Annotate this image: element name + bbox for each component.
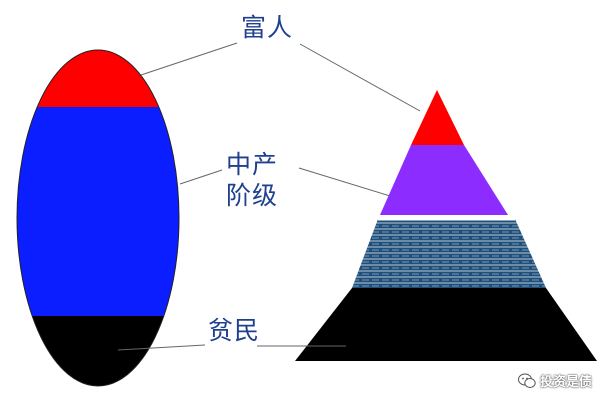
watermark: 投资是债 [517, 371, 592, 390]
connector-rich-left [140, 42, 238, 76]
ellipse-rich-band [17, 50, 179, 107]
connector-poor-left [117, 344, 206, 351]
ellipse-poor-band [17, 316, 179, 386]
label-middle-line1: 中产 [226, 150, 279, 179]
connector-lines [117, 42, 421, 351]
connector-middle-right [298, 167, 391, 197]
pyramid-rich-band [411, 90, 464, 145]
label-poor: 贫民 [208, 316, 261, 345]
connector-rich-right [299, 43, 421, 112]
connector-middle-left [179, 169, 223, 185]
wechat-icon [517, 373, 536, 388]
pyramid-middle-band [380, 145, 508, 215]
watermark-text: 投资是债 [539, 375, 592, 390]
pyramid-poor-band [295, 288, 597, 361]
olive-society-ellipse [17, 50, 179, 386]
ellipse-middle-band [17, 107, 179, 316]
ellipse-outline [16, 49, 180, 387]
label-rich: 富人 [241, 13, 294, 42]
label-middle-line2: 阶级 [226, 181, 279, 210]
pyramid-lower-middle-band [352, 219, 546, 288]
pyramid-society [295, 90, 597, 361]
label-middle-class: 中产 阶级 [226, 149, 278, 211]
